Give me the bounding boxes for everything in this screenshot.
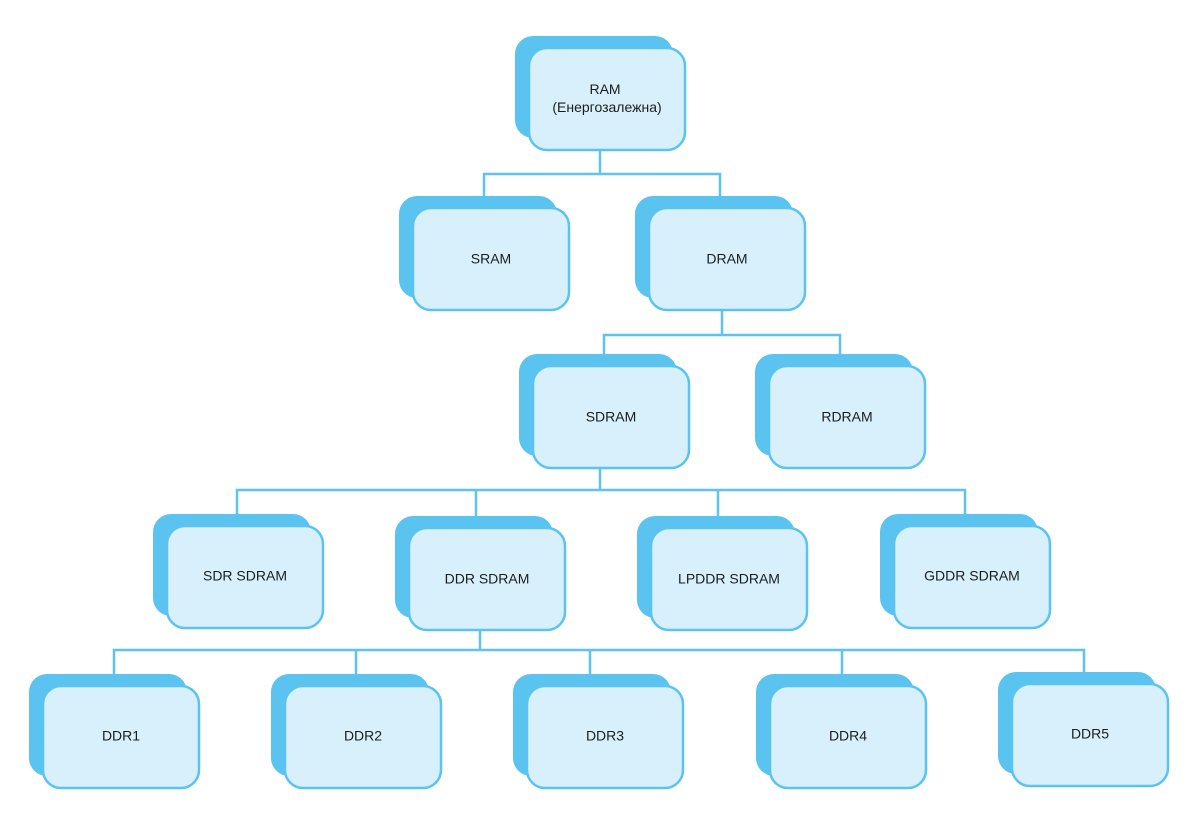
node-ddr4[interactable]: DDR4 <box>756 674 928 790</box>
node-ddr4-face <box>768 684 928 790</box>
connector-dram-level <box>602 309 842 368</box>
node-dram[interactable]: DRAM <box>635 196 807 312</box>
node-ddr3-face <box>525 684 685 790</box>
node-rdram-face <box>767 364 927 470</box>
node-ddr5[interactable]: DDR5 <box>998 672 1170 788</box>
node-lpddr-sdram-label: LPDDR SDRAM <box>678 571 780 587</box>
node-ddr1[interactable]: DDR1 <box>29 674 201 790</box>
connector-ram-level <box>482 148 722 208</box>
node-sdram[interactable]: SDRAM <box>519 354 691 470</box>
node-ram-label-line1: RAM <box>589 81 620 97</box>
node-ddr-sdram-label: DDR SDRAM <box>445 571 530 587</box>
node-sdr-sdram-label: SDR SDRAM <box>203 568 287 584</box>
connectors <box>112 148 1086 686</box>
node-ddr-sdram[interactable]: DDR SDRAM <box>395 516 567 632</box>
node-sram-label: SRAM <box>471 251 511 267</box>
node-dram-face <box>647 206 807 312</box>
node-lpddr-sdram[interactable]: LPDDR SDRAM <box>637 516 809 632</box>
node-ddr4-label: DDR4 <box>829 728 867 744</box>
node-ddr-sdram-face <box>407 526 567 632</box>
node-ram[interactable]: RAM (Енергозалежна) <box>515 36 687 152</box>
node-gddr-sdram[interactable]: GDDR SDRAM <box>880 514 1052 630</box>
node-ddr2[interactable]: DDR2 <box>271 674 443 790</box>
node-ddr1-face <box>41 684 201 790</box>
node-sram-face <box>411 206 571 312</box>
node-sdr-sdram[interactable]: SDR SDRAM <box>153 514 325 630</box>
node-ddr2-label: DDR2 <box>344 728 382 744</box>
node-ddr3[interactable]: DDR3 <box>513 674 685 790</box>
node-sdr-sdram-face <box>165 524 325 630</box>
node-ddr5-face <box>1010 682 1170 788</box>
node-ddr2-face <box>283 684 443 790</box>
node-rdram-label: RDRAM <box>821 409 872 425</box>
node-ram-label-line2: (Енергозалежна) <box>552 99 661 115</box>
node-sdram-label: SDRAM <box>586 409 637 425</box>
connector-ddr-level <box>112 628 1086 686</box>
node-gddr-sdram-face <box>892 524 1052 630</box>
node-ddr3-label: DDR3 <box>586 728 624 744</box>
node-ddr5-label: DDR5 <box>1071 726 1109 742</box>
node-ram-label: RAM (Енергозалежна) <box>552 81 661 115</box>
node-rdram[interactable]: RDRAM <box>755 354 927 470</box>
node-dram-label: DRAM <box>706 251 747 267</box>
node-lpddr-sdram-face <box>649 526 809 632</box>
node-sdram-face <box>531 364 691 470</box>
node-sram[interactable]: SRAM <box>399 196 571 312</box>
connector-sdram-level <box>235 466 967 526</box>
node-ram-face <box>527 46 687 152</box>
node-ddr1-label: DDR1 <box>102 728 140 744</box>
node-gddr-sdram-label: GDDR SDRAM <box>924 568 1020 584</box>
